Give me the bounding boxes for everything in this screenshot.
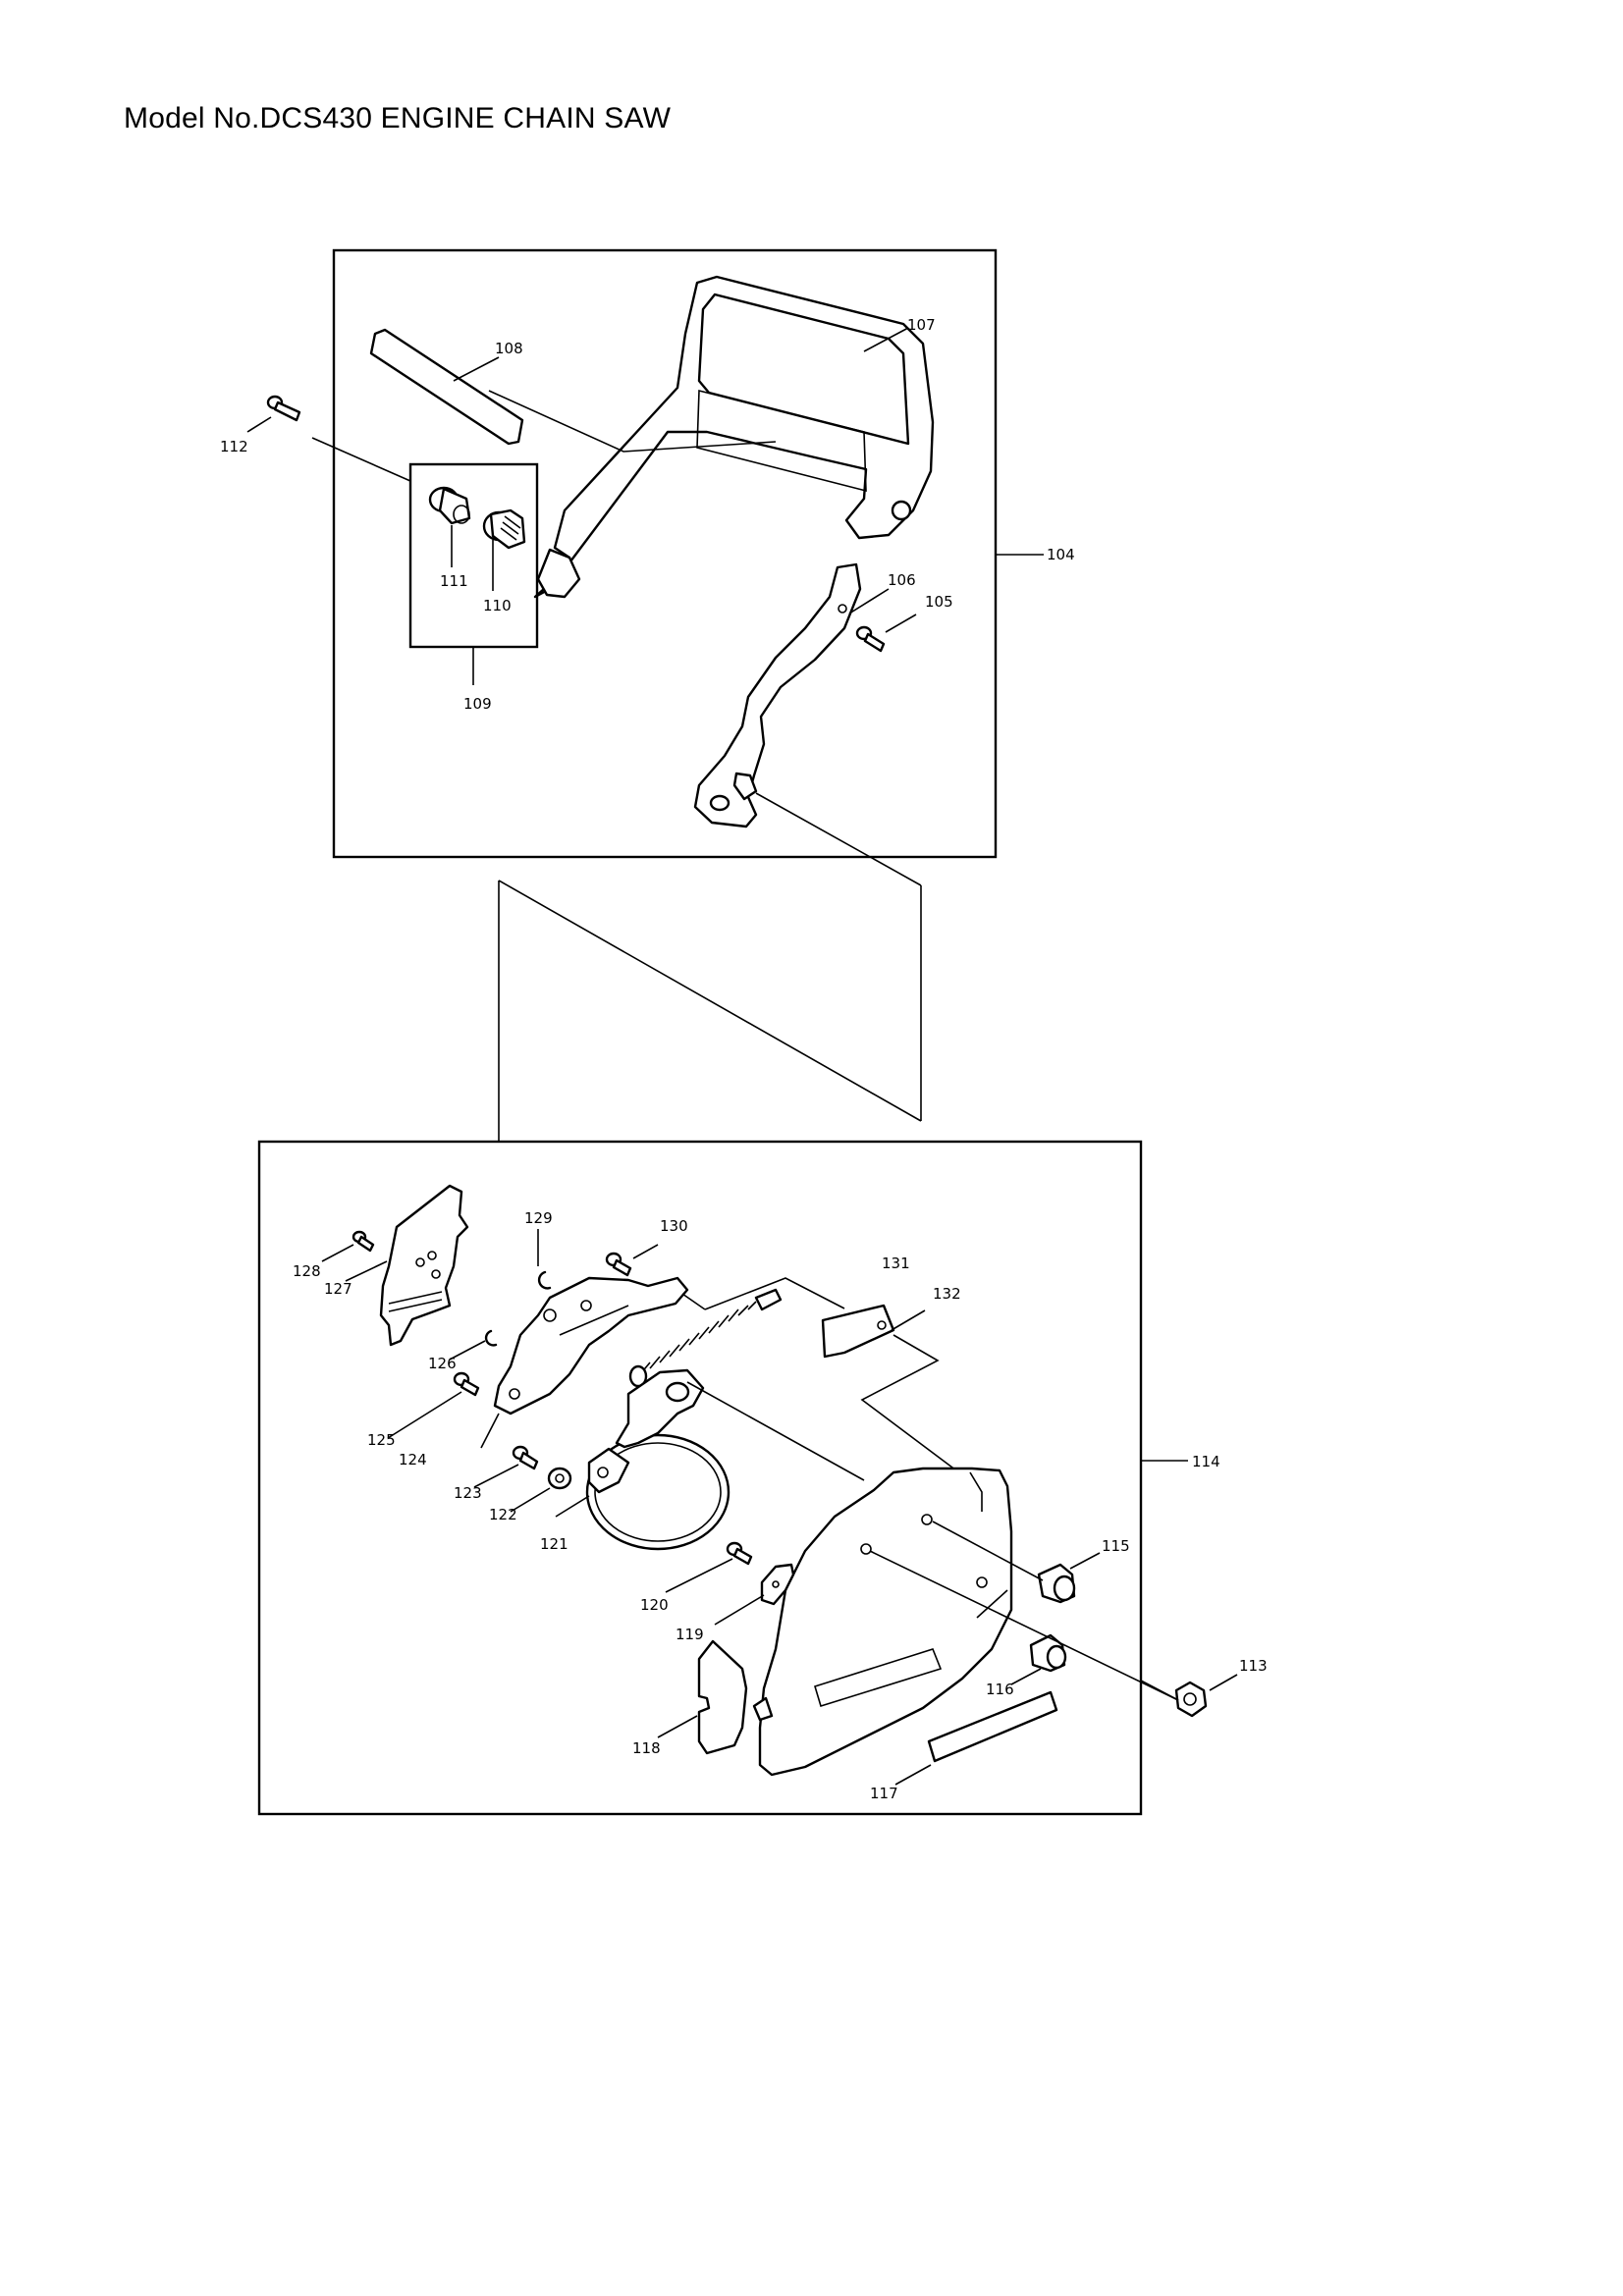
bar-plate-part xyxy=(379,1184,469,1347)
threaded-bolt-part xyxy=(482,508,526,550)
bracket-e-ring-part xyxy=(484,1329,498,1347)
lower-assembly-frame xyxy=(257,1140,1143,1816)
part-label-115: 115 xyxy=(1102,1537,1130,1555)
part-label-110: 110 xyxy=(483,597,512,614)
sprocket-cover-part xyxy=(752,1467,1013,1777)
chain-guard-part xyxy=(697,1639,748,1755)
part-label-112: 112 xyxy=(220,438,248,455)
flange-nut-part xyxy=(1174,1681,1208,1718)
cover-pin-part xyxy=(760,1563,795,1606)
part-label-105: 105 xyxy=(925,593,953,611)
part-label-109: 109 xyxy=(463,695,492,713)
bolt-set-frame xyxy=(408,462,539,649)
part-label-106: 106 xyxy=(888,571,916,589)
part-label-131: 131 xyxy=(882,1255,910,1272)
cover-nut-part xyxy=(1029,1633,1067,1673)
part-label-132: 132 xyxy=(933,1285,961,1303)
bracket-screw-part xyxy=(605,1252,632,1277)
stud-nut-part xyxy=(1037,1563,1076,1604)
brake-band-part xyxy=(585,1368,730,1551)
part-label-111: 111 xyxy=(440,572,468,590)
hand-guard-part xyxy=(533,275,935,599)
brake-bracket-part xyxy=(493,1276,689,1415)
bracket-bolt-part xyxy=(453,1371,480,1397)
part-label-129: 129 xyxy=(524,1209,553,1227)
upper-assembly-frame xyxy=(332,248,998,859)
part-label-113: 113 xyxy=(1239,1657,1268,1675)
part-label-130: 130 xyxy=(660,1217,688,1235)
part-label-107: 107 xyxy=(907,316,936,334)
screw-part xyxy=(266,395,301,422)
part-label-114: 114 xyxy=(1192,1453,1220,1470)
part-label-125: 125 xyxy=(367,1431,396,1449)
brake-lever-part xyxy=(693,562,862,828)
washer-part xyxy=(428,486,471,525)
small-screw-part xyxy=(855,625,886,653)
part-label-116: 116 xyxy=(986,1681,1014,1698)
band-washer-part xyxy=(547,1467,572,1490)
cover-label-part xyxy=(927,1690,1058,1763)
part-label-120: 120 xyxy=(640,1596,669,1614)
part-label-124: 124 xyxy=(399,1451,427,1468)
part-label-108: 108 xyxy=(495,340,523,357)
part-label-119: 119 xyxy=(676,1626,704,1643)
part-label-104: 104 xyxy=(1047,546,1075,563)
part-label-126: 126 xyxy=(428,1355,457,1372)
part-label-117: 117 xyxy=(870,1785,898,1802)
part-label-123: 123 xyxy=(454,1484,482,1502)
band-screw-part xyxy=(512,1445,539,1470)
brake-cover-plate-part xyxy=(821,1304,895,1359)
part-label-122: 122 xyxy=(489,1506,517,1523)
label-strip-part xyxy=(369,328,524,446)
part-label-128: 128 xyxy=(293,1262,321,1280)
pin-screw-part xyxy=(726,1541,753,1566)
plate-screw-part xyxy=(352,1230,375,1253)
e-ring-part xyxy=(537,1270,552,1290)
part-label-127: 127 xyxy=(324,1280,352,1298)
part-label-121: 121 xyxy=(540,1535,568,1553)
page-title: Model No.DCS430 ENGINE CHAIN SAW xyxy=(124,102,672,134)
part-label-118: 118 xyxy=(632,1739,661,1757)
